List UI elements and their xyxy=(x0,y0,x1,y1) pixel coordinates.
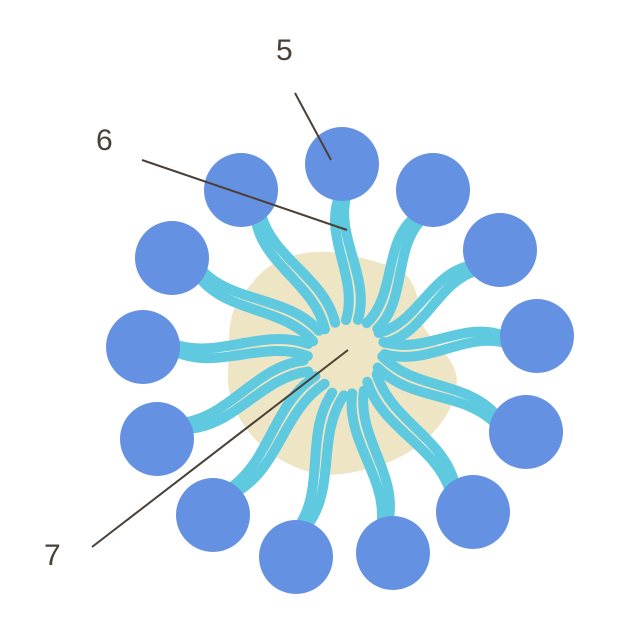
hydrophilic-heads xyxy=(106,127,574,594)
tail-strand xyxy=(330,192,354,326)
tail-strand xyxy=(372,362,500,428)
hydrophilic-head xyxy=(176,478,250,552)
tail-strand xyxy=(197,266,324,336)
hydrophilic-head xyxy=(356,516,430,590)
leader-line-6 xyxy=(141,159,348,231)
hydrophilic-head xyxy=(106,310,180,384)
hydrophilic-head xyxy=(463,213,537,287)
tail-strand xyxy=(379,335,510,362)
tail-strand xyxy=(372,215,426,334)
tail-strand xyxy=(378,326,509,350)
hydrophilic-head xyxy=(135,221,209,295)
tail-strand xyxy=(371,369,460,490)
tail-strand xyxy=(377,351,502,421)
tail-strand xyxy=(380,266,480,348)
hydrophobic-tails xyxy=(170,191,510,531)
hydrophilic-head xyxy=(305,127,379,201)
tail-strand xyxy=(373,260,476,338)
tail-strand xyxy=(256,211,341,328)
leader-lines xyxy=(91,92,349,548)
tail-strand xyxy=(295,387,338,530)
hydrophilic-head xyxy=(436,475,510,549)
hydrophilic-head xyxy=(259,520,333,594)
tail-strand xyxy=(361,212,420,329)
hydrophilic-head xyxy=(204,153,278,227)
leader-line-7 xyxy=(91,349,349,548)
hydrophilic-head xyxy=(489,395,563,469)
hydrophilic-head xyxy=(500,299,574,373)
tail-strand xyxy=(170,345,313,364)
label-tail: 6 xyxy=(96,124,113,157)
tail-strand xyxy=(358,385,395,526)
hydrophilic-head xyxy=(120,402,194,476)
label-core: 7 xyxy=(44,539,61,572)
tail-strand xyxy=(250,214,330,335)
tail-strand xyxy=(302,390,349,531)
hydrophilic-head xyxy=(396,153,470,227)
tail-strand xyxy=(180,355,309,428)
tail-strand xyxy=(362,376,455,494)
leader-line-5 xyxy=(294,92,332,161)
label-head: 5 xyxy=(276,34,293,67)
tail-strand xyxy=(346,388,387,527)
tail-strand xyxy=(183,366,314,434)
tail-strand xyxy=(231,378,330,497)
tail-strand xyxy=(226,371,321,493)
tail-strand xyxy=(171,334,314,354)
tail-strand xyxy=(194,272,319,347)
tail-strand xyxy=(339,191,366,325)
